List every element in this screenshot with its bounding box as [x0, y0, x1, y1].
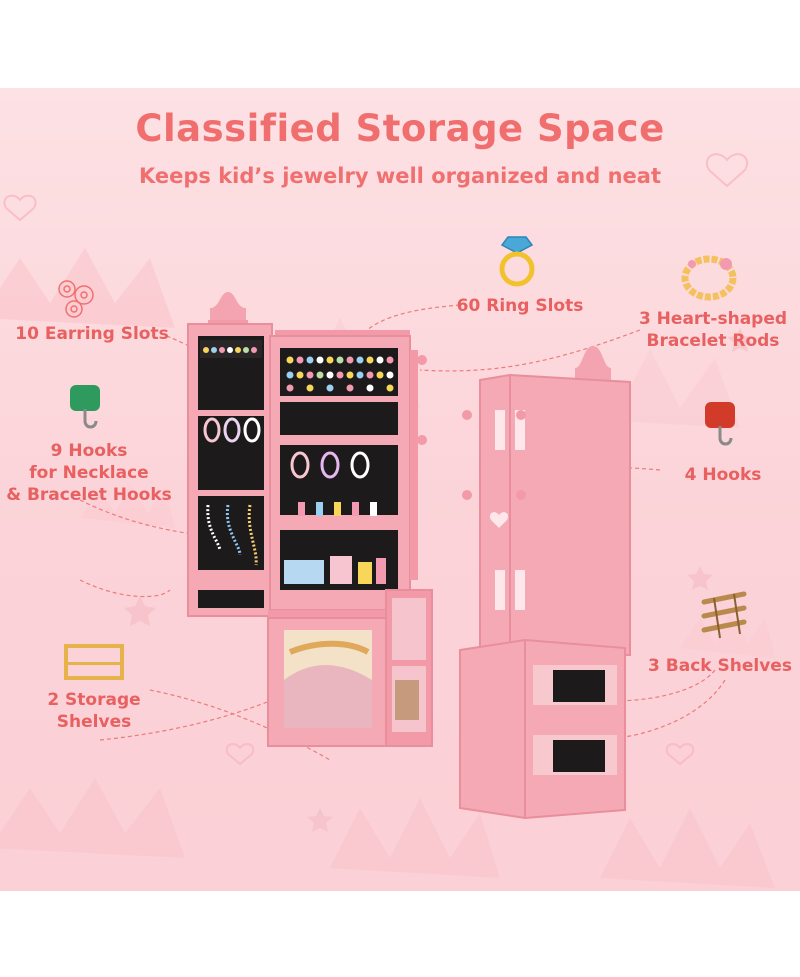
hook-icon — [70, 385, 100, 429]
storage-shelves-label: 2 Storage Shelves — [47, 690, 141, 732]
ring-slots-label: 60 Ring Slots — [456, 296, 584, 316]
earring-icon — [58, 280, 94, 318]
four-hooks-label: 4 Hooks — [684, 465, 762, 485]
red-hook-icon — [705, 402, 735, 446]
shelf-icon — [64, 644, 124, 680]
page-subtitle: Keeps kid’s jewelry well organized and n… — [138, 164, 662, 188]
background-panel — [0, 88, 800, 891]
bracelet-rods-label: 3 Heart-shaped Bracelet Rods — [638, 309, 788, 351]
page-title: Classified Storage Space — [135, 107, 665, 150]
open-cabinet — [187, 292, 433, 747]
earring-slots-label: 10 Earring Slots — [15, 324, 169, 344]
ring-icon — [499, 236, 535, 287]
back-shelves-label: 3 Back Shelves — [648, 656, 792, 676]
bracelet-icon — [681, 255, 737, 301]
closed-cabinet — [459, 346, 631, 820]
back-shelves-icon — [701, 591, 747, 639]
nine-hooks-label: 9 Hooks for Necklace & Bracelet Hooks — [6, 441, 172, 505]
